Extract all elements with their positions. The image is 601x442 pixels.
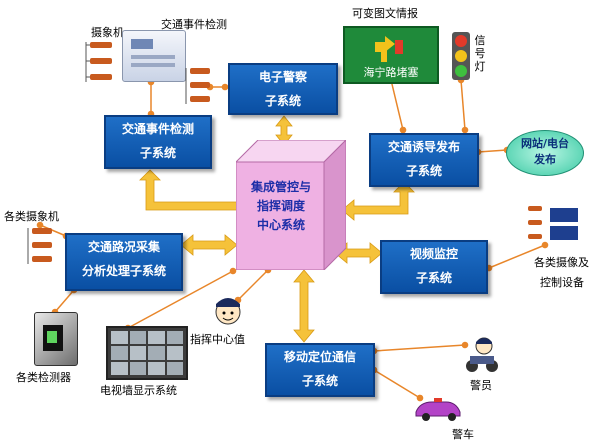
subsystem-mobile: 移动定位通信 子系统 <box>265 343 375 397</box>
link-sign <box>387 76 407 134</box>
police-car-label: 警车 <box>452 428 474 441</box>
event-detect-line1: 交通事件检测 <box>121 122 194 136</box>
link-all-cams <box>36 221 70 240</box>
tv-wall-icon <box>106 326 188 380</box>
cameras-ctrl-label-2: 控制设备 <box>540 276 584 289</box>
center-line2: 指挥调度 <box>256 199 305 213</box>
road-collect-line2: 分析处理子系统 <box>81 264 166 278</box>
guidance-line2: 子系统 <box>405 164 442 178</box>
variable-sign: 海宁路堵塞 <box>343 26 439 84</box>
link-police <box>370 341 469 355</box>
traffic-light-icon <box>452 32 470 80</box>
detector-icon <box>34 312 78 366</box>
center-line3: 中心系统 <box>256 218 305 232</box>
camera-label: 摄象机 <box>91 26 124 39</box>
e-police-line1: 电子警察 <box>258 70 307 84</box>
web-tv-ellipse: 网站/电台发布 <box>506 130 584 176</box>
signal-light-label: 信号灯 <box>474 34 486 73</box>
detectors-label: 各类检测器 <box>16 371 71 384</box>
event-detect-device-label: 交通事件检测 <box>161 18 227 31</box>
video-line2: 子系统 <box>415 271 452 285</box>
event-detector-device-icon <box>122 30 186 82</box>
camera-icon <box>84 40 120 90</box>
video-line1: 视频监控 <box>409 247 458 261</box>
link-web <box>474 146 511 156</box>
duty-officer-label: 指挥中心值 <box>190 333 245 346</box>
link-video-cams <box>485 241 549 272</box>
variable-sign-label: 可变图文情报 <box>352 7 418 20</box>
subsystem-event-detect: 交通事件检测 子系统 <box>104 115 212 169</box>
e-police-line2: 子系统 <box>264 94 301 108</box>
subsystem-video: 视频监控 子系统 <box>380 240 488 294</box>
web-tv-label: 网站/电台发布 <box>520 137 570 166</box>
subsystem-guidance: 交通诱导发布 子系统 <box>369 133 479 187</box>
subsystem-e-police: 电子警察 子系统 <box>228 63 338 115</box>
all-cameras-label: 各类摄象机 <box>4 210 59 223</box>
arrow-center-guidance <box>341 181 415 221</box>
arrow-road-center <box>180 234 238 256</box>
center-line1: 集成管控与 <box>250 180 311 194</box>
link-car <box>370 366 424 402</box>
link-tvwall <box>124 267 237 332</box>
cameras-ctrl-label-1: 各类摄像及 <box>534 256 589 269</box>
police-label: 警员 <box>470 379 492 392</box>
center-cube: 集成管控与 指挥调度 中心系统 <box>236 140 346 270</box>
duty-officer-icon <box>210 292 246 332</box>
subsystem-road-collect: 交通路况采集 分析处理子系统 <box>65 233 183 291</box>
guidance-line1: 交通诱导发布 <box>387 140 460 154</box>
police-icon <box>460 334 500 378</box>
road-collect-line1: 交通路况采集 <box>87 240 160 254</box>
arrow-center-mobile <box>293 269 315 343</box>
mobile-line1: 移动定位通信 <box>283 350 356 364</box>
e-police-camera-icon <box>184 66 214 110</box>
arrow-event-center <box>139 169 251 217</box>
all-cameras-icon <box>26 226 56 272</box>
tv-wall-label: 电视墙显示系统 <box>100 384 177 397</box>
link-detectors <box>51 286 78 316</box>
link-signal <box>457 76 469 134</box>
mobile-line2: 子系统 <box>301 374 338 388</box>
link-duty <box>234 266 272 304</box>
event-detect-line2: 子系统 <box>139 146 176 160</box>
police-car-icon <box>412 394 464 428</box>
sign-text: 海宁路堵塞 <box>363 66 419 79</box>
video-cameras-icon <box>524 202 584 250</box>
